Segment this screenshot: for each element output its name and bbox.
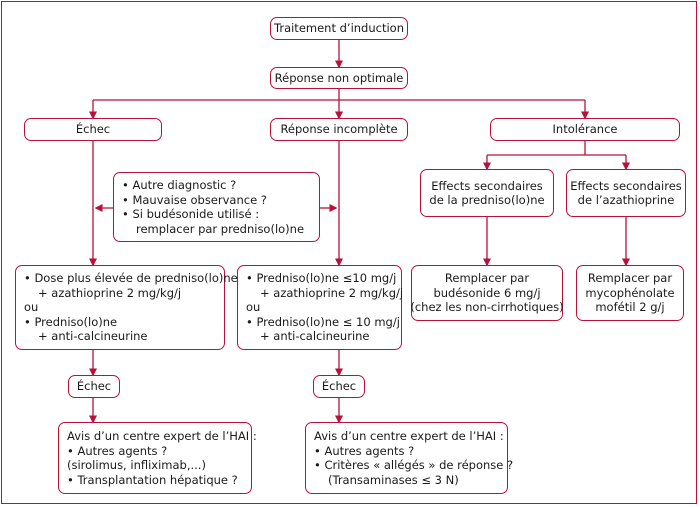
check-item: Autre diagnostic ? [122,178,311,193]
node-induction-label: Traitement d’induction [274,21,404,36]
treat-line: Predniso(lo)ne ≤10 mg/j [246,271,396,286]
budesonide-line: (chez les non-cirrhotiques) [410,300,564,315]
se-pred-line: Effects secondaires [431,178,543,193]
check-item: Si budésonide utilisé : [122,207,311,222]
check-item: Mauvaise observance ? [122,193,311,208]
mmf-line: Remplacer par [587,271,673,286]
node-echec-right-2-label: Échec [321,379,357,394]
se-aza-line: de l’azathioprine [577,193,675,207]
treat-line: Predniso(lo)ne ≤ 10 mg/j [246,315,399,330]
se-aza-line: Effects secondaires [570,178,682,193]
node-incomplete-label: Réponse incomplète [280,122,398,137]
check-item: remplacer par predniso(lo)ne [136,221,305,236]
node-intolerance-label: Intolérance [552,122,618,137]
node-echec: Échec [24,118,162,141]
node-se-azathioprine: Effects secondaires de l’azathioprine [566,169,686,217]
node-mmf: Remplacer par mycophénolate mofétil 2 g/… [576,265,684,321]
treat-line: + azathioprine 2 mg/kg/j [260,285,404,300]
expert-line: Critères « allégés » de réponse ? [314,458,513,473]
expert-line: Transplantation hépatique ? [67,473,243,488]
node-echec-left-2-label: Échec [76,379,112,394]
node-echec-treatment: Dose plus élevée de predniso(lo)ne + aza… [15,265,238,350]
expert-line: Autres agents ? [67,444,243,459]
mmf-line: mofétil 2 g/j [595,300,665,315]
treat-line: ou [246,300,261,315]
node-expert-left: Avis d’un centre expert de l’HAI : Autre… [58,422,257,494]
node-checks: Autre diagnostic ? Mauvaise observance ?… [113,172,320,242]
node-intolerance: Intolérance [490,118,680,141]
node-expert-right: Avis d’un centre expert de l’HAI : Autre… [305,422,513,494]
treat-line: + azathioprine 2 mg/kg/j [38,285,182,300]
treat-line: ou [24,300,39,315]
node-se-prednisolone: Effects secondaires de la predniso(lo)ne [420,169,554,217]
se-pred-line: de la predniso(lo)ne [429,193,545,207]
treat-line: + anti-calcineurine [38,329,148,344]
expert-line: (sirolimus, infliximab,...) [67,458,206,472]
node-incomplete: Réponse incomplète [270,118,408,141]
node-non-optimal-label: Réponse non optimale [274,70,404,85]
node-induction: Traitement d’induction [270,17,408,40]
treat-line: + anti-calcineurine [260,329,370,344]
budesonide-line: budésonide 6 mg/j [433,285,541,300]
expert-line: (Transaminases ≤ 3 N) [328,472,459,487]
node-echec-label: Échec [75,122,111,137]
mmf-line: mycophénolate [585,285,675,300]
treat-line: Predniso(lo)ne [24,315,216,330]
node-non-optimal: Réponse non optimale [270,67,408,89]
expert-line: Avis d’un centre expert de l’HAI : [314,429,504,443]
treat-line: Dose plus élevée de predniso(lo)ne [24,271,237,286]
node-incomplete-treatment: Predniso(lo)ne ≤10 mg/j + azathioprine 2… [237,265,404,350]
budesonide-line: Remplacer par [444,271,530,286]
expert-line: Avis d’un centre expert de l’HAI : [67,429,257,443]
expert-line: Autres agents ? [314,444,499,459]
node-budesonide: Remplacer par budésonide 6 mg/j (chez le… [410,265,564,321]
node-echec-right-2: Échec [313,375,365,398]
node-echec-left-2: Échec [68,375,120,398]
